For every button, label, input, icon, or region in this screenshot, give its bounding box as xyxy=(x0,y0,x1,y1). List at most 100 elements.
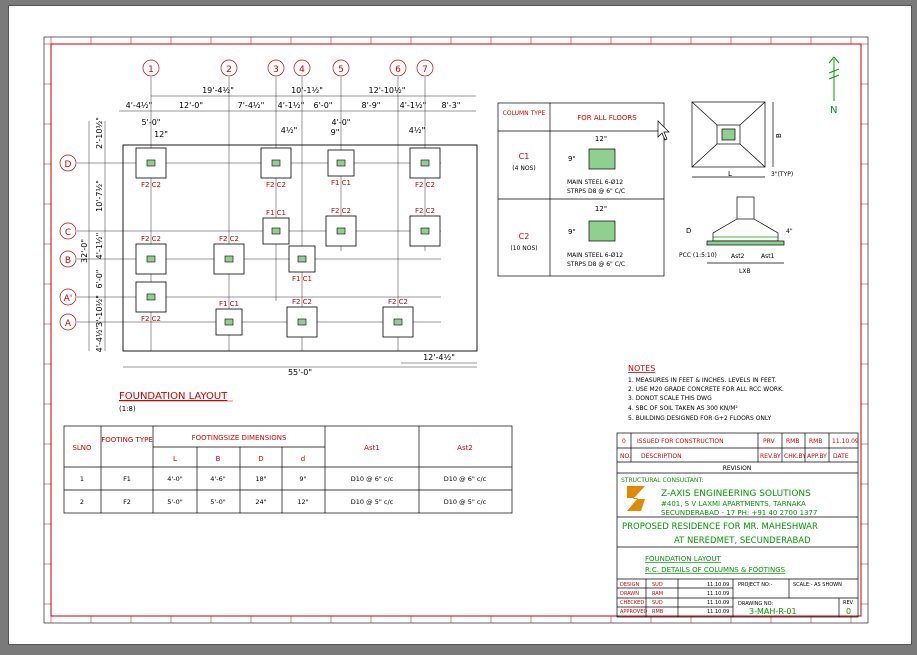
footing-f2 xyxy=(260,147,292,179)
column-c2 xyxy=(393,318,403,326)
col-steel-c2: MAIN STEEL 6-Ø12 xyxy=(567,252,623,259)
dim-9: 9" xyxy=(331,128,340,137)
ft-header-ast1: Ast1 xyxy=(364,444,380,452)
grid-bubble-5 xyxy=(332,59,350,77)
dim-left-6: 4'-4½" xyxy=(95,326,104,353)
footing-tag: F1 C1 xyxy=(219,300,239,308)
grid-bubble-A-prime xyxy=(59,288,77,306)
grid-bubble-1 xyxy=(142,59,160,77)
ft-sub-d: D xyxy=(258,455,263,463)
column-c1 xyxy=(297,255,307,263)
ft-cell: 4'-6" xyxy=(210,475,225,483)
ft-cell: 2 xyxy=(80,498,84,506)
ft-sub-l: L xyxy=(173,455,177,463)
plan-scale: (1:8) xyxy=(119,405,136,413)
ft-header-ast2: Ast2 xyxy=(457,444,473,452)
north-label: N xyxy=(830,105,837,116)
notes-title: NOTES xyxy=(628,364,655,373)
sign-name: SUD xyxy=(652,600,663,606)
footing-tag: F2 C2 xyxy=(219,235,239,243)
ft-cell: D10 @ 5" c/c xyxy=(444,498,487,506)
footings-layer: F2 C2 F2 C2 F1 C1 F2 C2 F1 C1 F2 C2 F2 C2 F2 C2… xyxy=(135,147,441,338)
col-strips-c1: STRPS D8 @ 6" C/C xyxy=(567,188,625,195)
cad-drawing: N 1 2 3 4 5 6 7 D C xyxy=(43,36,869,624)
column-section-c2 xyxy=(588,220,616,242)
footing-size-table xyxy=(63,425,513,514)
tb-scale: SCALE:- AS SHOWN xyxy=(793,582,842,588)
tb-h-rev: REV.BY xyxy=(760,453,781,460)
north-arrow-icon xyxy=(828,56,840,101)
col-strips-c2: STRPS D8 @ 6" C/C xyxy=(567,261,625,268)
footing-tag: F1 C1 xyxy=(292,275,312,283)
ft-cell: D10 @ 5" c/c xyxy=(351,498,394,506)
footing-tag: F2 C2 xyxy=(141,315,161,323)
tb-addr2: SECUNDERABAD - 17 PH: +91 40 2700 1377 xyxy=(661,509,817,517)
grid-label-6: 6 xyxy=(395,65,401,75)
column-c2 xyxy=(336,227,346,235)
grid-bubble-3 xyxy=(267,59,285,77)
grid-bubble-2 xyxy=(220,59,238,77)
column-c2 xyxy=(146,293,156,301)
drawing-sheet: N 1 2 3 4 5 6 7 D C xyxy=(8,5,912,645)
tb-h-app: APP.BY xyxy=(807,453,827,460)
note-4: 4. SBC OF SOIL TAKEN AS 300 KN/M² xyxy=(628,405,738,412)
dim-left-1: 2'-10½" xyxy=(95,117,104,149)
footing-plan-detail xyxy=(691,101,774,178)
grid-label-B: B xyxy=(65,256,71,266)
grid-bubble-7 xyxy=(416,59,434,77)
grid-label-2: 2 xyxy=(226,65,232,75)
grid-label-D: D xyxy=(65,160,72,170)
ft-cell: D10 @ 6" c/c xyxy=(444,475,487,483)
ft-cell: D10 @ 6" c/c xyxy=(351,475,394,483)
footing-tag: F2 C2 xyxy=(415,181,435,189)
grid-label-7: 7 xyxy=(422,65,428,75)
dim-top-2: 10'-1½" xyxy=(291,86,323,95)
tb-rev-no: 0 xyxy=(622,438,626,445)
plan-outline xyxy=(122,144,478,352)
sign-name: RAM xyxy=(652,591,663,597)
tb-drawing-no: DRAWING NO: xyxy=(738,601,773,607)
sign-date: 11.10.09 xyxy=(707,600,729,606)
tb-project1: PROPOSED RESIDENCE FOR MR. MAHESHWAR xyxy=(622,522,818,532)
column-c1 xyxy=(224,318,234,326)
ft-cell: 24" xyxy=(255,498,266,506)
dim-bottom-total: 55'-0" xyxy=(288,368,312,377)
col-dim-h-c1: 9" xyxy=(568,155,576,163)
grid-label-3: 3 xyxy=(273,65,279,75)
footing-tag: F2 C2 xyxy=(292,298,312,306)
grid-bubble-A xyxy=(59,313,77,331)
tb-firm: Z-AXIS ENGINEERING SOLUTIONS xyxy=(661,489,811,499)
plan-title: FOUNDATION LAYOUT xyxy=(119,391,228,402)
sign-role: DRAWN xyxy=(620,591,639,597)
dim-4-5-a: 4½" xyxy=(281,126,298,135)
dim-left-3: 4'-1½" xyxy=(95,233,104,260)
title-block xyxy=(616,432,859,618)
dim-second-1: 4'-4½" xyxy=(126,101,153,110)
footing-tag: F2 C2 xyxy=(388,298,408,306)
sign-name: RMB xyxy=(652,609,664,615)
detail-typ-label: 3"(TYP) xyxy=(771,171,793,178)
firm-logo-icon xyxy=(627,486,645,511)
dim-bottom-right: 12'-4½" xyxy=(423,353,455,362)
inner-border xyxy=(50,43,862,617)
column-c2 xyxy=(297,318,307,326)
column-section-c1 xyxy=(588,148,616,170)
tb-rmb2: RMB xyxy=(809,438,822,445)
section-d-label: D xyxy=(686,227,691,235)
footing-section-detail xyxy=(706,196,785,264)
grid-label-A-prime: A' xyxy=(64,294,73,304)
ft-cell: 12" xyxy=(297,498,308,506)
footing-tag: F1 C1 xyxy=(331,179,351,187)
col-dim-w-c2: 12" xyxy=(595,205,607,213)
col-count-c2: (10 NOS) xyxy=(510,245,537,252)
note-2: 2. USE M20 GRADE CONCRETE FOR ALL RCC WO… xyxy=(628,386,784,393)
ft-header-type: FOOTING TYPE xyxy=(101,436,152,444)
tb-rmb1: RMB xyxy=(786,438,799,445)
grid-bubble-4 xyxy=(293,59,311,77)
col-count-c1: (4 NOS) xyxy=(512,165,535,172)
dim-second-7: 4'-1½" xyxy=(400,101,427,110)
ft-sub-d2: d xyxy=(301,455,305,463)
section-ast2-label: Ast2 xyxy=(731,253,745,260)
column-c2 xyxy=(146,255,156,263)
footing-tag: F2 C2 xyxy=(331,207,351,215)
